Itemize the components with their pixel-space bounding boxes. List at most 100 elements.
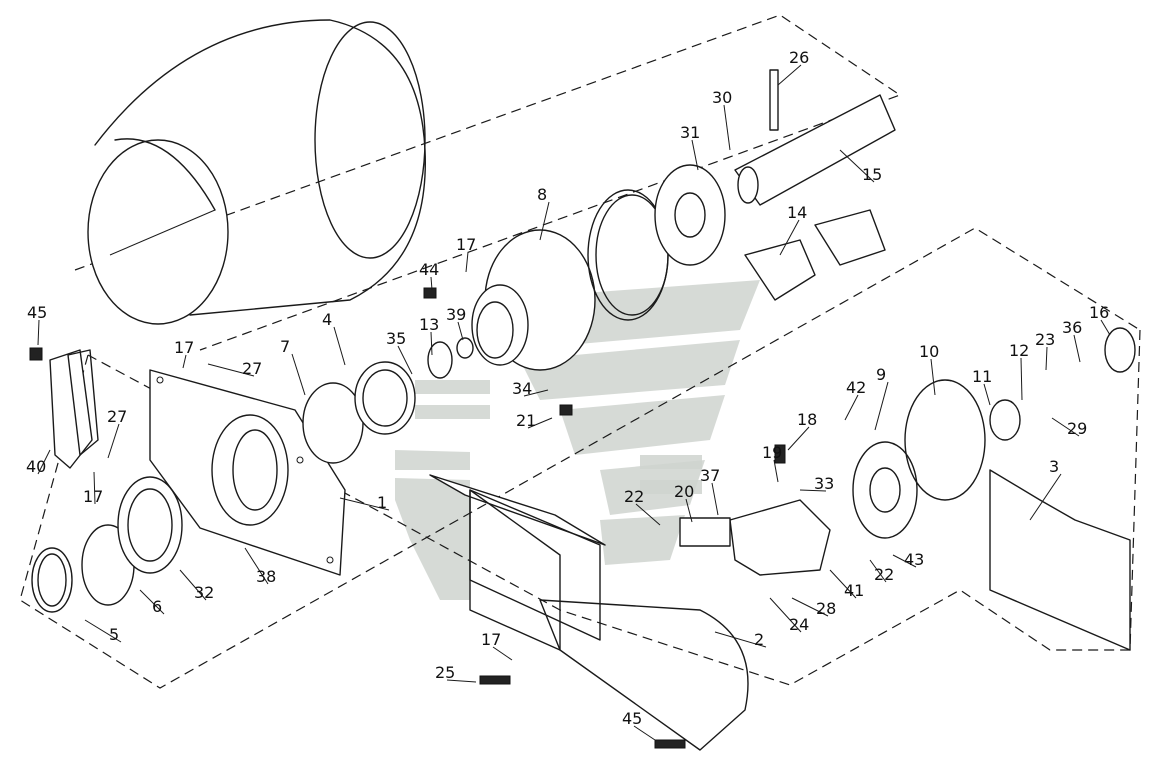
callout-leader (1051, 417, 1080, 437)
callout-label: 6 (152, 597, 162, 616)
callout-leader (333, 326, 346, 366)
callout-leader (1045, 346, 1048, 371)
callout-label: 15 (862, 165, 882, 184)
callout-leader (711, 482, 719, 516)
callout-label: 24 (789, 615, 809, 634)
callout-label: 44 (419, 260, 439, 279)
callout-leader (635, 503, 661, 526)
callout-leader (291, 353, 306, 396)
callout-label: 29 (1067, 419, 1087, 438)
callout-label: 17 (456, 235, 476, 254)
frame-2 (429, 474, 749, 751)
callout-label: 40 (26, 457, 46, 476)
callout-leader (723, 104, 731, 151)
callout-label: 39 (446, 305, 466, 324)
callout-label: 21 (516, 411, 536, 430)
callout-leader (182, 354, 187, 369)
callout-leader (829, 569, 857, 599)
callout-label: 23 (1035, 330, 1055, 349)
callout-leader (769, 597, 802, 633)
callout-label: 17 (481, 630, 501, 649)
callout-leader (892, 554, 917, 568)
right-top-parts (587, 69, 896, 321)
callout-leader (37, 449, 51, 475)
callout-leader (397, 345, 413, 375)
callout-leader (1029, 473, 1062, 521)
callout-leader (339, 497, 390, 511)
callout-label: 16 (1089, 303, 1109, 322)
callout-leader (93, 471, 96, 505)
callout-leader (492, 646, 513, 661)
callout-leader (84, 619, 122, 643)
callout-leader (139, 589, 165, 615)
motor-42 (679, 327, 1136, 651)
callout-label: 17 (83, 487, 103, 506)
callout-label: 1 (377, 493, 387, 512)
callout-layer: 1234567891011121314151617171717181920212… (26, 48, 1111, 741)
callout-leader (1073, 334, 1081, 363)
callout-leader (779, 219, 800, 256)
callout-label: 25 (435, 663, 455, 682)
callout-label: 8 (537, 185, 547, 204)
cover-41 (49, 349, 99, 469)
callout-label: 12 (1009, 341, 1029, 360)
callout-leader (430, 331, 433, 356)
callout-leader (539, 201, 550, 241)
callout-label: 35 (386, 329, 406, 348)
callout-leader (1020, 357, 1023, 401)
callout-label: 9 (876, 365, 886, 384)
callout-label: 37 (700, 466, 720, 485)
callout-leader (791, 597, 829, 617)
callout-label: 26 (789, 48, 809, 67)
callout-leader (430, 276, 433, 291)
callout-label: 4 (322, 310, 332, 329)
assembly-boundary-lines (19, 14, 1141, 689)
callout-label: 36 (1062, 318, 1082, 337)
callout-leader (207, 363, 255, 377)
callout-label: 34 (512, 379, 532, 398)
callout-label: 3 (1049, 457, 1059, 476)
bolts (29, 287, 786, 749)
callout-leader (773, 459, 779, 483)
callout-leader (633, 725, 656, 741)
drum-shell (87, 19, 426, 325)
callout-label: 11 (972, 367, 992, 386)
callout-label: 22 (624, 487, 644, 506)
callout-leader (465, 251, 469, 273)
callout-leader (839, 149, 875, 183)
callout-label: 45 (622, 709, 642, 728)
callout-leader (446, 679, 477, 683)
callout-leader (869, 559, 887, 583)
callout-label: 27 (242, 359, 262, 378)
callout-label: 22 (874, 565, 894, 584)
callout-label: 32 (194, 583, 214, 602)
left-plate (149, 369, 346, 576)
callout-leader (930, 358, 936, 396)
callout-label: 5 (109, 625, 119, 644)
callout-leader (527, 417, 553, 429)
callout-leader (777, 64, 802, 86)
callout-label: 10 (919, 342, 939, 361)
callout-label: 20 (674, 482, 694, 501)
callout-label: 42 (846, 378, 866, 397)
callout-label: 2 (754, 630, 764, 649)
callout-label: 43 (904, 550, 924, 569)
callout-label: 33 (814, 474, 834, 493)
callout-label: 28 (816, 599, 836, 618)
callout-label: 19 (762, 443, 782, 462)
callout-leader (457, 321, 464, 341)
callout-leader (983, 383, 991, 406)
callout-leader (691, 139, 699, 171)
callout-leader (714, 631, 767, 648)
callout-label: 38 (256, 567, 276, 586)
callout-leader (787, 426, 810, 451)
callout-label: 41 (844, 581, 864, 600)
callout-leader (179, 569, 207, 601)
callout-leader (874, 381, 889, 431)
bearing-group-left (31, 361, 416, 613)
callout-leader (244, 547, 269, 585)
callout-label: 45 (27, 303, 47, 322)
callout-leader (799, 489, 827, 492)
